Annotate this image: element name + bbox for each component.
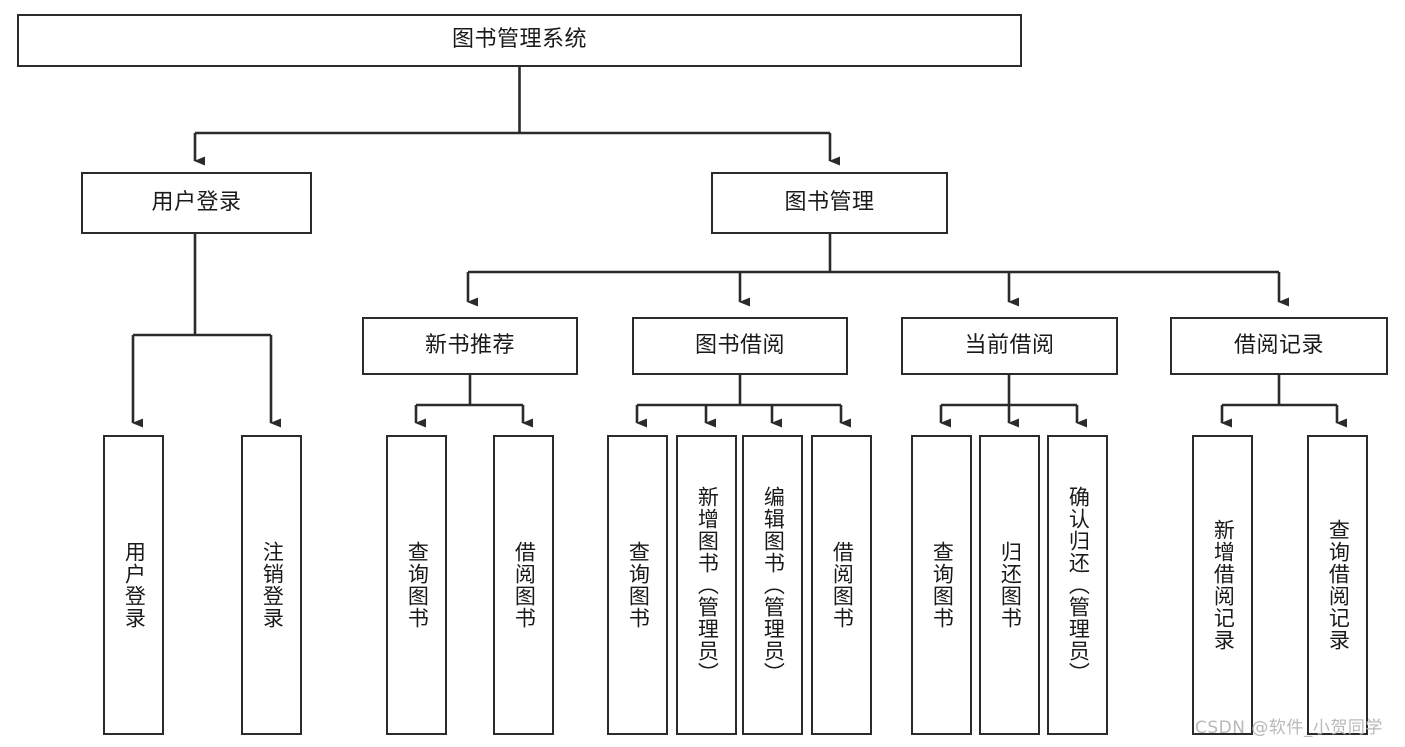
node-label: 查询借阅记录 (1326, 519, 1351, 651)
node-current-borrow[interactable]: 当前借阅 (901, 317, 1118, 375)
leaf-query-book-current[interactable]: 查询图书 (911, 435, 972, 735)
node-label: 编辑图书（管理员） (761, 486, 786, 684)
node-label: 确认归还（管理员） (1066, 486, 1091, 684)
leaf-query-book[interactable]: 查询图书 (607, 435, 668, 735)
leaf-borrow-book-recommend[interactable]: 借阅图书 (493, 435, 554, 735)
node-label: 用户登录 (151, 189, 242, 215)
leaf-user-logout[interactable]: 注销登录 (241, 435, 302, 735)
node-borrow-record[interactable]: 借阅记录 (1170, 317, 1388, 375)
leaf-query-borrow-record[interactable]: 查询借阅记录 (1307, 435, 1368, 735)
node-root-system[interactable]: 图书管理系统 (17, 14, 1022, 67)
node-label: 新书推荐 (424, 332, 515, 358)
node-user-login[interactable]: 用户登录 (81, 172, 312, 234)
node-label: 归还图书 (998, 541, 1023, 629)
node-label: 查询图书 (930, 541, 955, 629)
node-label: 注销登录 (260, 541, 285, 629)
leaf-confirm-return-admin[interactable]: 确认归还（管理员） (1047, 435, 1108, 735)
leaf-add-book-admin[interactable]: 新增图书（管理员） (676, 435, 737, 735)
node-label: 查询图书 (626, 541, 651, 629)
leaf-borrow-book[interactable]: 借阅图书 (811, 435, 872, 735)
node-label: 借阅图书 (830, 541, 855, 629)
node-label: 借阅图书 (512, 541, 537, 629)
node-label: 当前借阅 (964, 332, 1055, 358)
node-label: 图书借阅 (694, 332, 785, 358)
leaf-query-book-recommend[interactable]: 查询图书 (386, 435, 447, 735)
node-book-borrow[interactable]: 图书借阅 (632, 317, 848, 375)
node-label: 图书管理 (784, 189, 875, 215)
node-label: 新增借阅记录 (1211, 519, 1236, 651)
node-label: 借阅记录 (1233, 332, 1324, 358)
node-book-management[interactable]: 图书管理 (711, 172, 948, 234)
node-label: 新增图书（管理员） (695, 486, 720, 684)
node-label: 图书管理系统 (451, 27, 587, 53)
leaf-edit-book-admin[interactable]: 编辑图书（管理员） (742, 435, 803, 735)
node-label: 查询图书 (405, 541, 430, 629)
node-new-book-recommend[interactable]: 新书推荐 (362, 317, 578, 375)
node-label: 用户登录 (122, 541, 147, 629)
leaf-return-book[interactable]: 归还图书 (979, 435, 1040, 735)
watermark: CSDN @软件_小贺同学 (1195, 718, 1383, 738)
leaf-add-borrow-record[interactable]: 新增借阅记录 (1192, 435, 1253, 735)
leaf-user-login[interactable]: 用户登录 (103, 435, 164, 735)
